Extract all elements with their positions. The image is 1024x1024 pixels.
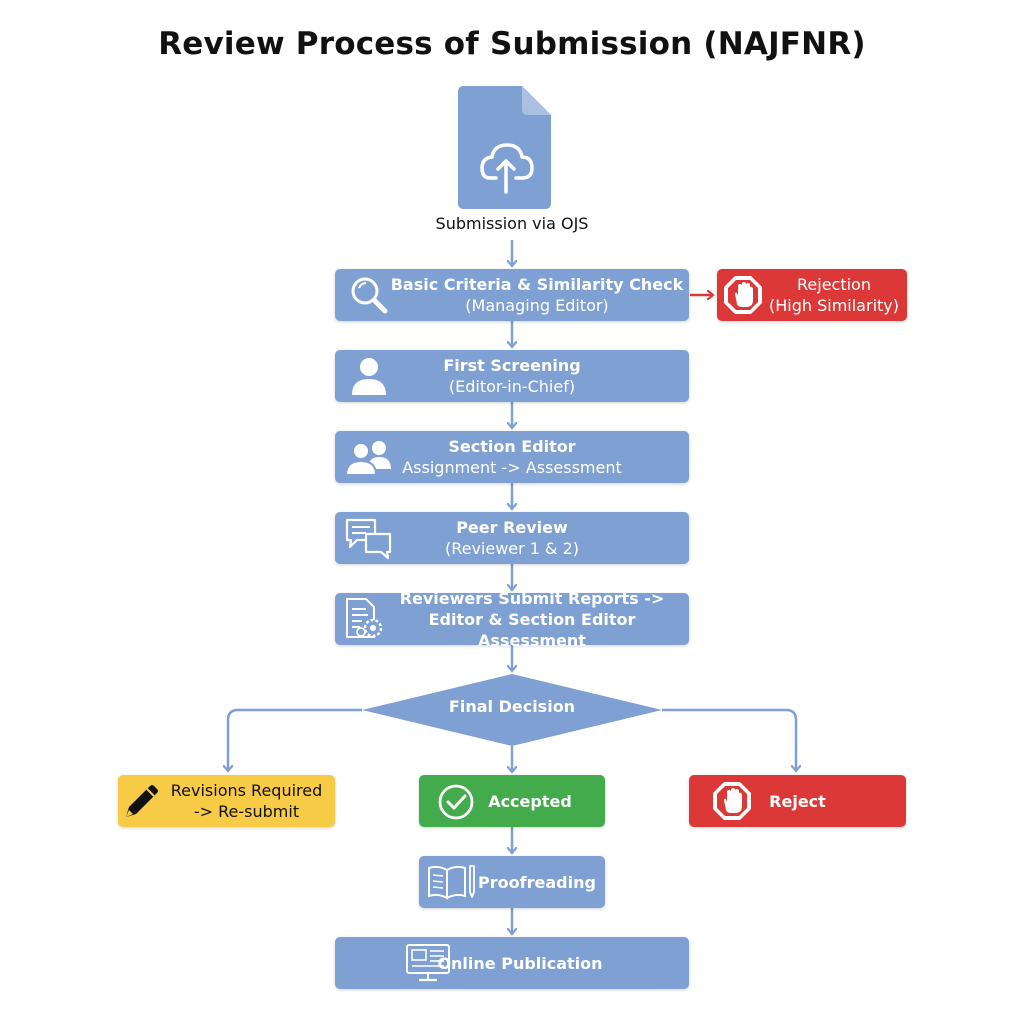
revisions-subtitle: -> Re-submit: [193, 802, 300, 821]
stop-hand-icon: [713, 782, 751, 820]
step-subtitle: (Reviewer 1 & 2): [444, 539, 580, 558]
document-cloud-upload-icon: [458, 86, 551, 209]
diagram-title: Review Process of Submission (NAJFNR): [158, 26, 866, 62]
step-title: Section Editor: [448, 437, 576, 456]
monitor-article-icon: [406, 944, 450, 982]
step-subtitle: (Editor-in-Chief): [448, 377, 576, 396]
rejection-title: Rejection: [797, 275, 871, 294]
step-basic-criteria: Basic Criteria & Similarity Check (Manag…: [335, 269, 689, 321]
step-peer-review: Peer Review (Reviewer 1 & 2): [335, 512, 689, 564]
step-title: Reviewers Submit Reports ->: [399, 588, 665, 608]
step-subtitle: Editor & Section Editor Assessment: [428, 609, 636, 650]
start-label: Submission via OJS: [435, 214, 589, 233]
check-circle-icon: [438, 784, 474, 820]
decision-diamond: [362, 674, 662, 746]
step-section-editor: Section Editor Assignment -> Assessment: [335, 431, 689, 483]
step-subtitle: (Managing Editor): [465, 296, 609, 315]
open-book-pen-icon: [428, 865, 475, 900]
step-title: First Screening: [443, 356, 581, 375]
step-reviewer-reports: Reviewers Submit Reports -> Editor & Sec…: [335, 589, 689, 650]
report-gear-icon: [346, 598, 383, 638]
final-decision-label: Final Decision: [448, 697, 576, 716]
pencil-icon: [126, 785, 158, 817]
step-proofreading: Proofreading: [419, 856, 605, 908]
stop-hand-icon: [724, 276, 762, 314]
magnifier-icon: [351, 277, 388, 314]
rejection-subtitle: (High Similarity): [769, 296, 899, 315]
publication-label: Online Publication: [437, 953, 603, 973]
people-icon: [344, 441, 391, 476]
step-first-screening: First Screening (Editor-in-Chief): [335, 350, 689, 402]
outcome-revisions-required: Revisions Required -> Re-submit: [118, 775, 335, 827]
step-title: Peer Review: [456, 518, 568, 537]
outcome-accepted: Accepted: [419, 775, 605, 827]
arrow-decision-to-reject: [662, 708, 796, 770]
step-title: Basic Criteria & Similarity Check: [390, 275, 684, 294]
revisions-title: Revisions Required: [170, 781, 323, 800]
chat-bubbles-icon: [345, 518, 392, 560]
accepted-label: Accepted: [488, 791, 572, 811]
step-subtitle: Assignment -> Assessment: [402, 458, 622, 477]
person-icon: [352, 358, 386, 395]
step-online-publication: Online Publication: [335, 937, 689, 989]
arrow-decision-to-revisions: [228, 708, 362, 770]
reject-label: Reject: [769, 791, 826, 811]
proofreading-label: Proofreading: [478, 872, 596, 892]
